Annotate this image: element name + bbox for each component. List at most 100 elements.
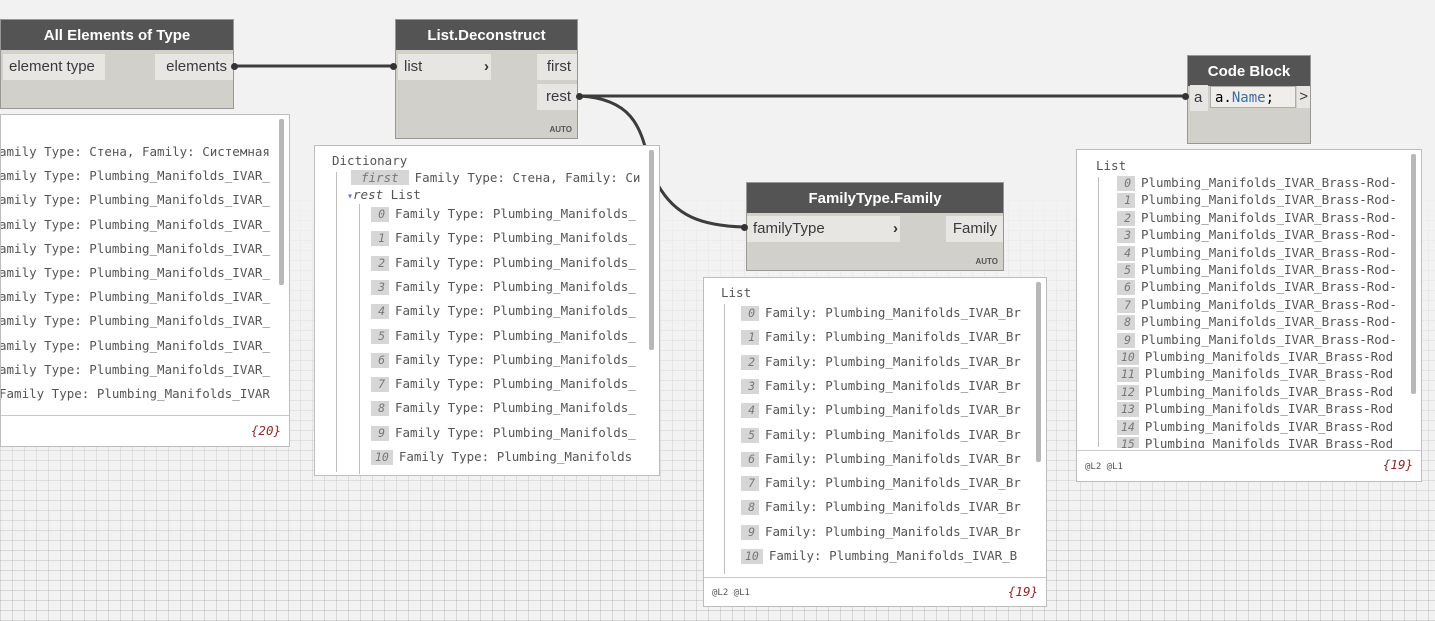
input-port-familytype[interactable]: familyType › <box>747 216 900 242</box>
output-connector-dot[interactable] <box>576 93 583 100</box>
list-item-text: Plumbing_Manifolds_IVAR_Brass-Rod <box>1144 418 1394 434</box>
scrollbar[interactable] <box>279 119 284 285</box>
list-item: 8 Family: Plumbing_Manifolds_IVAR_Br <box>741 498 1021 516</box>
list-item-text: Plumbing_Manifolds_IVAR_Brass-Rod- <box>1141 244 1397 260</box>
list-item-text: Plumbing_Manifolds_IVAR_Brass-Rod- <box>1141 209 1397 225</box>
list-item-text: Family: Plumbing_Manifolds_IVAR_Br <box>765 377 1021 393</box>
list-item: amily Type: Plumbing_Manifolds_IVAR_ <box>0 312 270 330</box>
input-port-a[interactable]: a <box>1190 85 1208 111</box>
output-port[interactable]: > <box>1297 86 1310 108</box>
list-item: amily Type: Plumbing_Manifolds_IVAR_ <box>0 167 270 185</box>
code-editor[interactable]: a.Name; <box>1210 86 1296 108</box>
list-levels: @L2 @L1 <box>1085 462 1123 472</box>
list-index: 5 <box>1117 263 1135 278</box>
tree-line <box>359 204 360 474</box>
list-item-text: amily Type: Plumbing_Manifolds_IVAR_ <box>0 313 270 329</box>
list-item-text: Plumbing_Manifolds_IVAR_Brass-Rod- <box>1141 296 1397 312</box>
node-code-block[interactable]: Code Block a a.Name; > <box>1187 55 1311 144</box>
list-index: 12 <box>1117 384 1139 400</box>
list-item-text: Family: Plumbing_Manifolds_IVAR_Br <box>765 499 1021 515</box>
list-item-text: amily Type: Стена, Family: Системная <box>0 144 270 159</box>
list-index: 8 <box>1117 315 1135 331</box>
list-index: 4 <box>741 403 759 419</box>
port-label: familyType <box>753 220 825 237</box>
list-item-text: Family Type: Plumbing_Manifolds_ <box>395 327 636 343</box>
list-item-text: Family: Plumbing_Manifolds_IVAR_Br <box>765 353 1021 369</box>
list-item: Family Type: Plumbing_Manifolds_IVAR <box>0 385 270 403</box>
dict-key: first <box>351 170 409 185</box>
list-item-text: Plumbing_Manifolds_IVAR_Brass-Rod <box>1144 349 1394 364</box>
output-port-family[interactable]: Family <box>946 216 1003 242</box>
output-port-first[interactable]: first <box>537 54 577 80</box>
list-index: 2 <box>371 255 389 271</box>
list-item: amily Type: Plumbing_Manifolds_IVAR_ <box>0 337 270 355</box>
lacing-indicator: AUTO <box>549 125 572 134</box>
list-index: 9 <box>1117 332 1135 348</box>
node-title: All Elements of Type <box>1 20 233 50</box>
input-connector-dot[interactable] <box>1182 93 1189 100</box>
item-count: {20} <box>250 423 281 438</box>
node-title: Code Block <box>1188 56 1310 86</box>
scrollbar[interactable] <box>649 150 654 350</box>
list-item-text: Family: Plumbing_Manifolds_IVAR_Br <box>765 402 1021 418</box>
list-item-text: Family Type: Plumbing_Manifolds_ <box>395 230 636 246</box>
preview-header: List <box>1096 158 1127 173</box>
preview-header: List <box>721 285 752 300</box>
output-port-elements[interactable]: elements <box>155 54 233 80</box>
node-familytype-family[interactable]: FamilyType.Family familyType › Family AU… <box>746 182 1004 271</box>
node-list-deconstruct[interactable]: List.Deconstruct list › first rest AUTO <box>395 19 578 139</box>
list-item-text: amily Type: Plumbing_Manifolds_IVAR_ <box>0 168 270 184</box>
list-item-text: amily Type: Plumbing_Manifolds_IVAR_ <box>0 216 270 232</box>
list-index: 3 <box>1117 228 1135 244</box>
input-port-element-type[interactable]: element type <box>3 54 105 80</box>
input-connector-dot[interactable] <box>390 63 397 70</box>
preview-all-elements[interactable]: amily Type: Стена, Family: Системная amil… <box>0 114 290 447</box>
list-item-text: Family: Plumbing_Manifolds_IVAR_Br <box>765 523 1021 539</box>
list-item-text: amily Type: Plumbing_Manifolds_IVAR_ <box>0 240 270 256</box>
dict-entry-rest[interactable]: ▾rest List <box>347 186 421 204</box>
port-label: list <box>404 58 423 75</box>
list-index: 8 <box>741 500 759 516</box>
list-index: 10 <box>1117 350 1139 365</box>
scrollbar[interactable] <box>1411 154 1416 394</box>
list-item-text: amily Type: Plumbing_Manifolds_IVAR_ <box>0 337 270 353</box>
item-count: {19} <box>1382 457 1413 472</box>
code-object: a. <box>1215 90 1232 106</box>
list-item-text: Plumbing_Manifolds_IVAR_Brass-Rod <box>1144 401 1394 417</box>
list-item-text: amily Type: Plumbing_Manifolds_IVAR_ <box>0 289 270 305</box>
node-all-elements-of-type[interactable]: All Elements of Type element type elemen… <box>0 19 234 109</box>
collapse-arrow-icon[interactable]: ▾ <box>347 191 354 202</box>
list-item-text: Plumbing_Manifolds_IVAR_Brass-Rod- <box>1141 192 1397 208</box>
list-index: 7 <box>1117 297 1135 313</box>
list-index: 0 <box>371 207 389 222</box>
list-index: 2 <box>1117 210 1135 226</box>
output-connector-dot[interactable] <box>231 63 238 70</box>
node-title: List.Deconstruct <box>396 20 577 50</box>
scrollbar[interactable] <box>1036 282 1041 462</box>
list-item-text: Family Type: Plumbing_Manifolds_ <box>395 376 636 392</box>
input-port-list[interactable]: list › <box>398 54 491 80</box>
input-connector-dot[interactable] <box>741 224 748 231</box>
list-item-text: Plumbing_Manifolds_IVAR_Brass-Rod- <box>1141 175 1397 190</box>
preview-footer: {20} <box>1 415 289 446</box>
code-terminator: ; <box>1265 90 1275 106</box>
list-item-text: Family Type: Plumbing_Manifolds_IVAR <box>0 386 270 401</box>
list-index: 1 <box>1117 193 1135 209</box>
output-port-rest[interactable]: rest <box>537 84 577 110</box>
list-item: 1 Plumbing_Manifolds_IVAR_Brass-Rod- <box>1117 191 1397 209</box>
